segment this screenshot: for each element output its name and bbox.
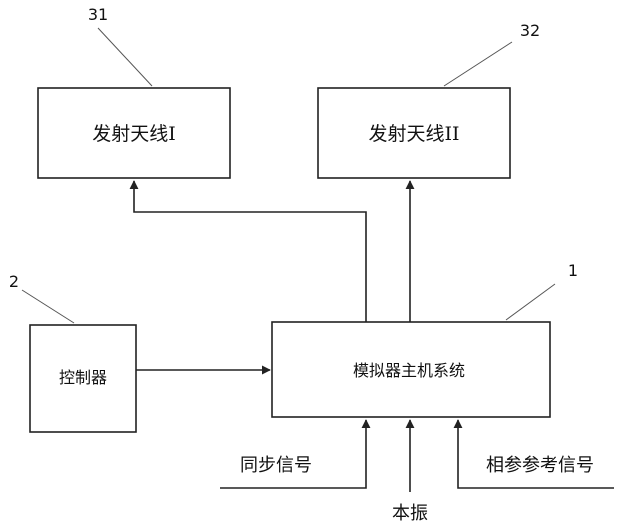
leader-line-32 [443,41,513,87]
arrow-sync-signal-input [220,419,371,489]
reference-numeral-31: 31 [88,5,108,24]
leader-line-31 [97,27,153,87]
controller-box [29,324,137,433]
leader-line-2 [21,289,75,324]
local-oscillator-label: 本振 [392,503,428,524]
antenna-2-box [317,87,511,179]
controller-label: 控制器 [59,368,107,387]
reference-numeral-1: 1 [568,261,578,280]
host-system-label: 模拟器主机系统 [353,361,465,380]
reference-numeral-2: 2 [9,272,19,291]
arrow-phase-reference-input [453,419,614,489]
phase-reference-signal-label: 相参参考信号 [486,455,594,476]
arrow-host-to-antenna-1 [129,180,367,322]
reference-numeral-32: 32 [520,21,540,40]
antenna-2-label: 发射天线II [368,123,459,145]
antenna-1-label: 发射天线I [92,123,176,145]
host-system-box [271,321,551,418]
sync-signal-label: 同步信号 [240,455,312,476]
antenna-1-box [37,87,231,179]
leader-line-1 [505,283,556,321]
